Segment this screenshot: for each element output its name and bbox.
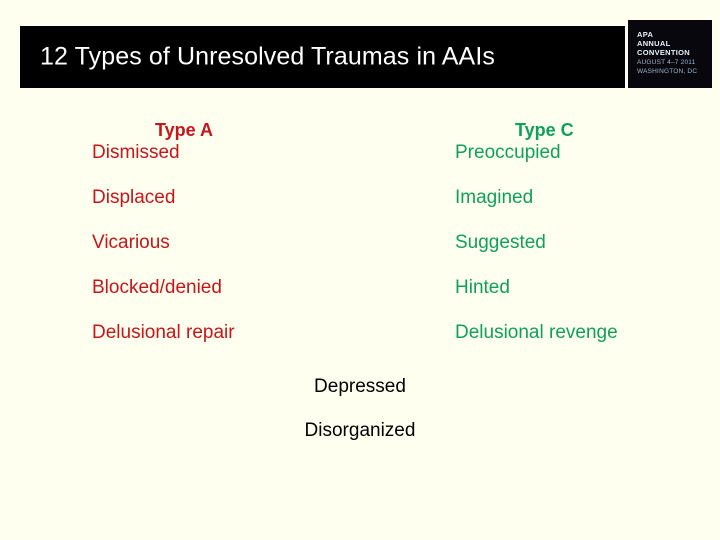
title-banner: 12 Types of Unresolved Traumas in AAIs — [20, 26, 625, 88]
list-item: Depressed — [314, 376, 406, 397]
list-item: Displaced — [92, 187, 176, 208]
apa-convention-logo: APA ANNUAL CONVENTION AUGUST 4–7 2011 WA… — [628, 20, 712, 88]
column-type-a: Dismissed Displaced Vicarious Blocked/de… — [92, 143, 235, 368]
list-item: Disorganized — [304, 420, 416, 441]
list-item: Imagined — [455, 187, 534, 208]
list-item: Preoccupied — [455, 142, 561, 163]
column-heading-type-a: Type A — [155, 120, 214, 140]
column-heading-type-c: Type C — [515, 120, 574, 140]
list-item: Blocked/denied — [92, 277, 222, 298]
logo-line-convention: CONVENTION — [637, 48, 691, 57]
list-item: Vicarious — [92, 232, 170, 253]
list-item: Dismissed — [92, 142, 180, 163]
list-item: Suggested — [455, 232, 546, 253]
logo-line-apa: APA — [637, 30, 654, 39]
list-item: Delusional revenge — [455, 322, 618, 343]
column-type-c: Preoccupied Imagined Suggested Hinted De… — [455, 143, 618, 368]
logo-line-annual: ANNUAL — [637, 39, 671, 48]
logo-line-location: WASHINGTON, DC — [637, 68, 698, 75]
shared-items-group: Depressed Disorganized — [0, 377, 720, 465]
page-title: 12 Types of Unresolved Traumas in AAIs — [40, 42, 495, 71]
list-item: Delusional repair — [92, 322, 235, 343]
logo-line-dates: AUGUST 4–7 2011 — [637, 59, 696, 66]
list-item: Hinted — [455, 277, 510, 298]
